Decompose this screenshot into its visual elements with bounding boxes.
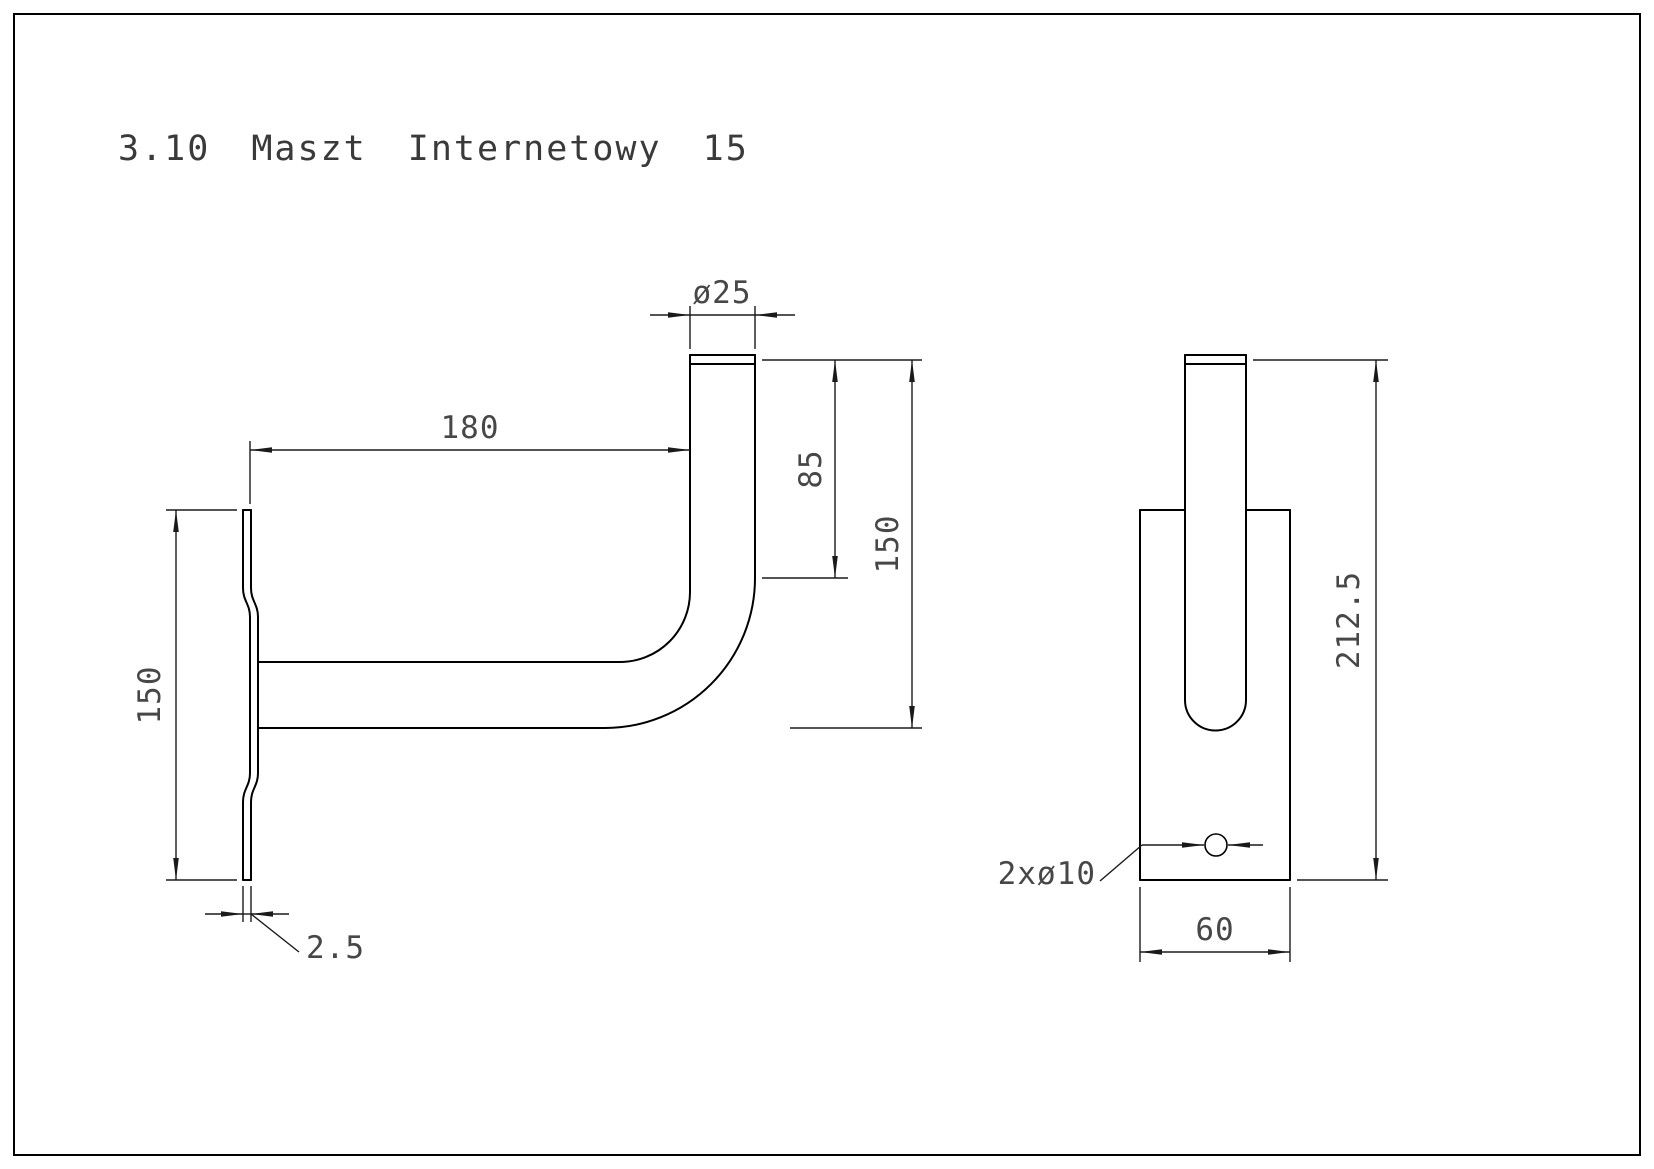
dim-tube-diameter: ø25 (650, 275, 795, 349)
front-view-geometry (1139, 354, 1291, 881)
side-view-geometry (242, 354, 756, 881)
dim-total-height: 150 (790, 360, 922, 729)
holes-callout: 2xø10 (998, 842, 1263, 892)
wall-plate-right-edge (250, 509, 259, 881)
dim-total-height-label: 150 (870, 515, 906, 574)
dim-arm-length-label: 180 (441, 410, 500, 446)
dim-plate-width: 60 (1139, 887, 1291, 962)
wall-plate-left-edge (242, 509, 251, 881)
dim-plate-height-label: 150 (132, 666, 168, 725)
dim-riser-height: 85 (762, 359, 922, 579)
mounting-hole (1204, 833, 1228, 857)
front-view: 212.5 60 2xø10 (998, 354, 1388, 962)
dim-arm-length: 180 (249, 410, 690, 504)
dim-overall-height: 212.5 (1253, 359, 1388, 881)
side-view: ø25 180 85 150 150 (132, 275, 922, 966)
dim-plate-thickness-leader (250, 913, 300, 953)
holes-callout-leader (1099, 844, 1143, 882)
dim-overall-height-label: 212.5 (1331, 571, 1367, 669)
tube-outer-contour (257, 354, 756, 729)
dim-plate-thickness-label: 2.5 (306, 930, 365, 966)
drawing-title: 3.10 Maszt Internetowy 15 (118, 129, 749, 169)
dim-tube-diameter-label: ø25 (693, 275, 752, 311)
dim-riser-height-label: 85 (793, 449, 829, 488)
dim-plate-height: 150 (132, 509, 237, 881)
tube-inner-contour (257, 354, 691, 663)
tube-front-rounded-end (1184, 699, 1247, 732)
holes-callout-label: 2xø10 (998, 856, 1096, 892)
dim-plate-width-label: 60 (1195, 912, 1234, 948)
dim-plate-thickness: 2.5 (205, 886, 365, 966)
drawing-border-frame (13, 13, 1641, 1156)
